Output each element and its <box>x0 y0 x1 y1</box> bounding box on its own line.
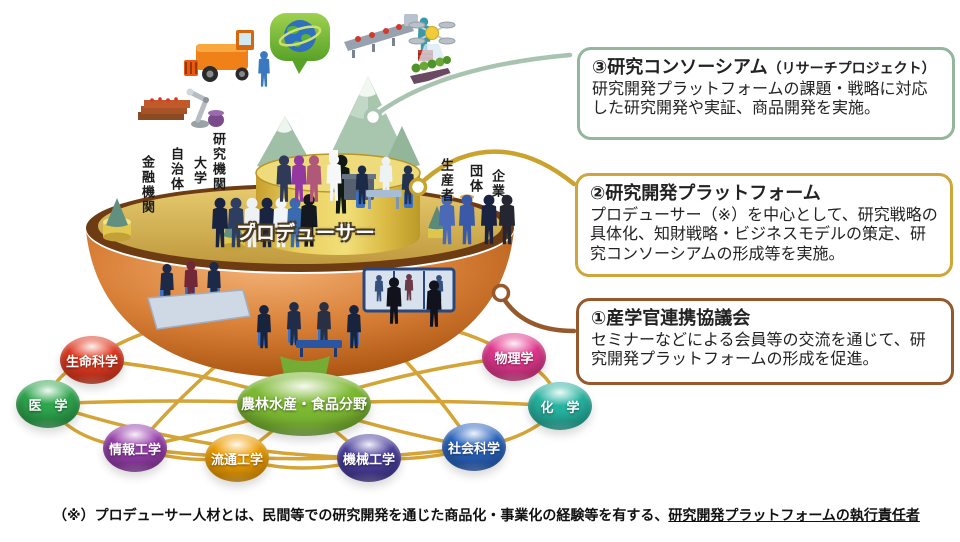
actor-label-producers: 生産者 <box>439 158 454 203</box>
actor-label-organizations: 団体 <box>468 164 483 194</box>
globe-speech-bubble-icon <box>270 13 330 74</box>
harvester-icon <box>184 30 270 87</box>
field-ball-label: 化 学 <box>540 399 580 415</box>
producer-label: プロデューサー <box>236 223 376 244</box>
callout-body: プロデューサー（※）を中心として、研究戦略の具体化、知財戦略・ビジネスモデルの策… <box>590 206 938 264</box>
field-ball-distribution-engineering: 流通工学 <box>205 434 269 482</box>
field-ball-label: 物理学 <box>494 350 534 366</box>
field-ball-label: 流通工学 <box>210 451 263 467</box>
field-ball-label: 生命科学 <box>65 353 118 369</box>
field-ball-label: 情報工学 <box>108 441 161 457</box>
field-ball-label: 機械工学 <box>342 451 395 467</box>
actor-label-research-institutes: 研究機関 <box>211 132 226 192</box>
field-ball-label: 農林水産・食品分野 <box>241 396 367 412</box>
robot-arm-icon <box>138 88 224 128</box>
people-group-roundtable <box>257 302 361 357</box>
drone-icon <box>408 21 456 62</box>
field-ball-label: 社会科学 <box>447 440 500 456</box>
callout-rd-platform: ②研究開発プラットフォーム プロデューサー（※）を中心として、研究戦略の具体化、… <box>575 173 953 277</box>
footnote-underlined-text: 研究開発プラットフォームの執行責任者 <box>668 507 920 523</box>
callout-body: セミナーなどによる会員等の交流を通じて、研究開発プラットフォームの形成を促進。 <box>591 331 926 369</box>
field-ball-label: 医 学 <box>28 397 68 413</box>
field-ball-agri-food-center: 農林水産・食品分野 <box>237 372 371 436</box>
callout-title: ②研究開発プラットフォーム <box>590 183 821 203</box>
field-ball-social-science: 社会科学 <box>442 423 506 471</box>
seedling-planter-icon <box>410 56 452 84</box>
actor-label-local-governments: 自治体 <box>169 147 184 192</box>
people-group-rim-right <box>439 194 515 245</box>
actor-label-companies: 企業 <box>490 169 505 199</box>
actor-label-financial-institutions: 金融機関 <box>140 155 155 215</box>
producer-footnote: （※）プロデューサー人材とは、民間等での研究開発を通じた商品化・事業化の経験等を… <box>53 505 920 525</box>
field-ball-chemistry: 化 学 <box>528 382 592 430</box>
field-ball-life-science: 生命科学 <box>60 336 124 384</box>
actor-label-universities: 大学 <box>192 156 207 186</box>
people-group-panel-desk <box>147 260 251 330</box>
field-ball-physics: 物理学 <box>482 333 546 381</box>
callout-body: 研究開発プラットフォームの課題・戦略に対応した研究開発や実証、商品開発を実施。 <box>592 80 928 118</box>
field-ball-mechanical-engineering: 機械工学 <box>337 434 401 482</box>
field-ball-medicine: 医 学 <box>16 380 80 428</box>
callout-connectors <box>363 50 579 336</box>
footnote-text: （※）プロデューサー人材とは、民間等での研究開発を通じた商品化・事業化の経験等を… <box>53 507 669 523</box>
field-ball-information-engineering: 情報工学 <box>103 424 167 472</box>
people-group-cylinder-top <box>276 150 415 214</box>
callout-research-consortium: ③研究コンソーシアム（リサーチプロジェクト） 研究開発プラットフォームの課題・戦… <box>577 47 955 140</box>
callout-title: ③研究コンソーシアム（リサーチプロジェクト） <box>592 57 936 77</box>
callout-industry-academia-council: ①産学官連携協議会 セミナーなどによる会員等の交流を通じて、研究開発プラットフォ… <box>576 298 954 385</box>
video-wall-icon <box>362 267 456 327</box>
callout-title: ①産学官連携協議会 <box>591 308 751 328</box>
food-processing-line-icon <box>344 14 433 61</box>
